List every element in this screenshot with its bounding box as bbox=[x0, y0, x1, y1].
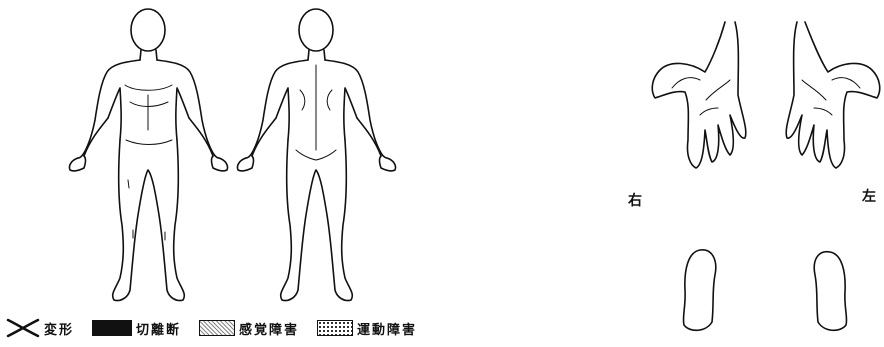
left-foot-figure bbox=[814, 252, 846, 331]
cross-mark-icon bbox=[6, 317, 40, 339]
dotted-swatch-icon bbox=[317, 320, 353, 336]
legend-item-sensory-disorder: 感覚障害 bbox=[199, 319, 299, 338]
legend-item-motor-disorder: 運動障害 bbox=[317, 319, 417, 338]
right-foot-figure bbox=[683, 250, 715, 331]
right-hand-figure bbox=[652, 22, 746, 168]
legend-label-sensory-disorder: 感覚障害 bbox=[239, 319, 299, 338]
legend-item-amputation: 切離断 bbox=[92, 319, 181, 338]
legend: 変形 切離断 感覚障害 運動障害 bbox=[6, 316, 435, 340]
solid-black-swatch-icon bbox=[92, 320, 132, 336]
legend-label-deformity: 変形 bbox=[44, 319, 74, 338]
legend-item-deformity: 変形 bbox=[6, 317, 74, 339]
legend-label-amputation: 切離断 bbox=[136, 319, 181, 338]
legend-label-motor-disorder: 運動障害 bbox=[357, 319, 417, 338]
hatched-swatch-icon bbox=[199, 320, 235, 336]
left-side-label: 左 bbox=[862, 186, 876, 206]
right-side-label: 右 bbox=[628, 190, 642, 210]
back-body-figure bbox=[237, 9, 395, 301]
front-body-figure bbox=[69, 9, 227, 301]
left-hand-figure bbox=[786, 22, 880, 168]
